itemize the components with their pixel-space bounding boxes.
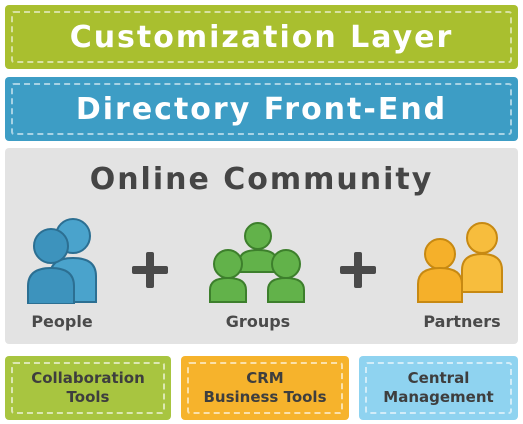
directory-front-end-band: Directory Front-End: [5, 77, 518, 141]
central-management-label: Central Management: [383, 369, 494, 406]
people-label: People: [31, 312, 93, 331]
crm-business-tools-label: CRM Business Tools: [203, 369, 327, 406]
groups-label: Groups: [225, 312, 291, 331]
band-dashed-border: [11, 11, 512, 63]
collaboration-tools-box: Collaboration Tools: [5, 356, 171, 420]
partners-label: Partners: [423, 312, 501, 331]
band-dashed-border: [11, 83, 512, 135]
box-dashed-border: [365, 362, 512, 414]
plus-sign-icon: [338, 250, 378, 290]
collaboration-tools-label: Collaboration Tools: [31, 369, 145, 406]
customization-layer-band: Customization Layer: [5, 5, 518, 69]
crm-business-tools-box: CRM Business Tools: [181, 356, 349, 420]
central-management-box: Central Management: [359, 356, 518, 420]
partners-icon: [417, 222, 503, 303]
box-dashed-border: [11, 362, 165, 414]
online-community-title: Online Community: [89, 162, 434, 197]
groups-icon: [209, 222, 305, 303]
customization-layer-label: Customization Layer: [69, 19, 454, 55]
box-dashed-border: [187, 362, 343, 414]
people-icon: [27, 218, 97, 304]
directory-front-end-label: Directory Front-End: [75, 91, 448, 127]
plus-sign-icon: [130, 250, 170, 290]
